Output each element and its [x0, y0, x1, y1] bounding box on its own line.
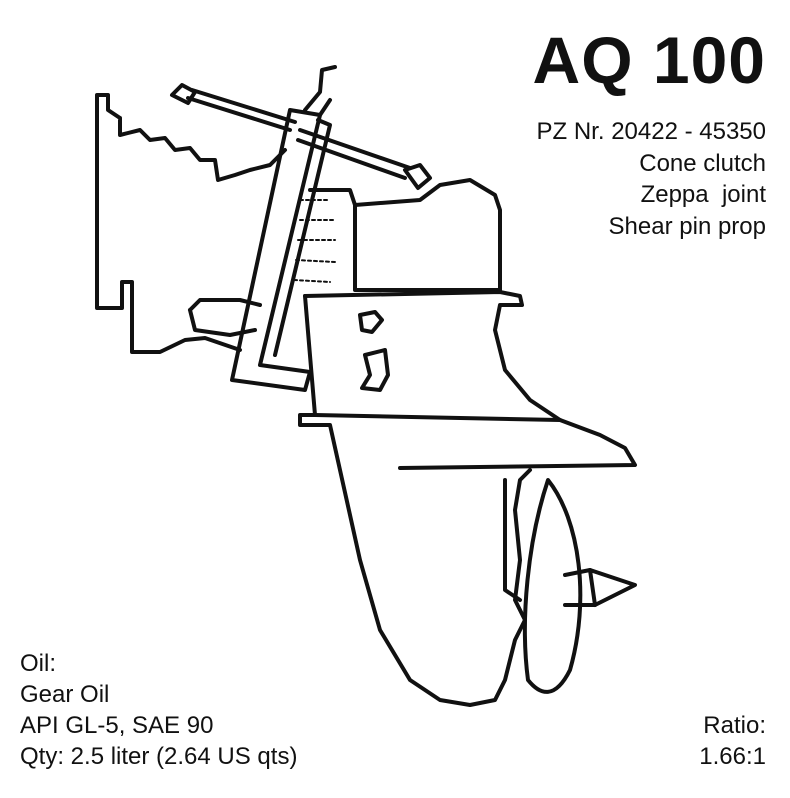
- lower-leg: [298, 290, 637, 707]
- part-number: PZ Nr. 20422 - 45350: [536, 118, 766, 145]
- ratio-info: Ratio: 1.66:1: [699, 710, 766, 772]
- oil-label: Oil:: [20, 650, 56, 677]
- shift-rod: [170, 83, 432, 190]
- upper-gearcase: [293, 178, 502, 292]
- joint-type: Zeppa joint: [640, 181, 766, 208]
- clutch-type: Cone clutch: [639, 149, 766, 177]
- ratio-label: Ratio:: [703, 712, 766, 739]
- prop-type: Shear pin prop: [608, 212, 766, 240]
- oil-quantity: Qty: 2.5 liter (2.64 US qts): [20, 743, 298, 770]
- oil-spec: API GL-5, SAE 90: [20, 712, 214, 739]
- engine-housing: [95, 93, 287, 354]
- oil-info: Oil: Gear Oil API GL-5, SAE 90 Qty: 2.5 …: [20, 648, 297, 772]
- ratio-value: 1.66:1: [699, 743, 766, 770]
- propeller: [522, 478, 637, 694]
- oil-type: Gear Oil: [20, 681, 110, 708]
- model-title: AQ 100: [532, 23, 766, 97]
- spec-list: PZ Nr. 20422 - 45350 Cone clutch Zeppa j…: [537, 116, 766, 242]
